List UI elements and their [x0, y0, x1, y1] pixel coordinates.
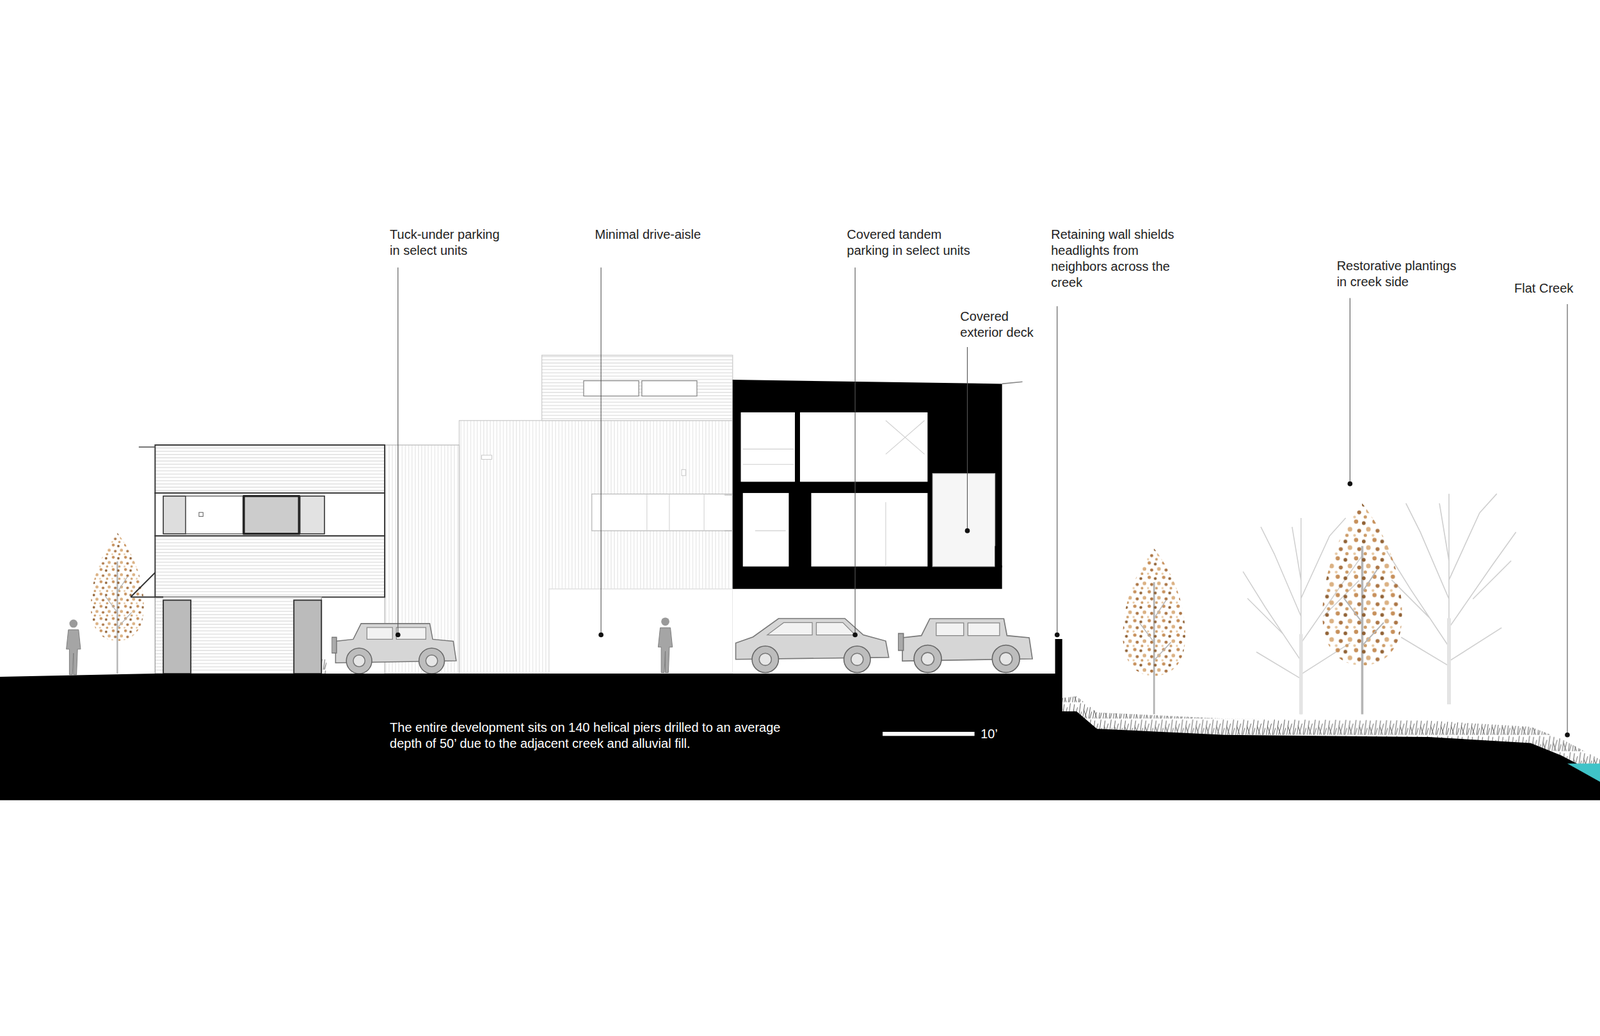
- left-building: [293, 599, 322, 674]
- middle-building: [542, 355, 733, 421]
- section-cut-building: [800, 412, 928, 482]
- leader-lines: [852, 632, 858, 638]
- leader-lines: [967, 346, 968, 531]
- left-building: [199, 512, 203, 516]
- people: [66, 619, 81, 675]
- left-building: [300, 496, 325, 534]
- scale-label: 10’: [980, 725, 998, 742]
- creek-water: [1567, 762, 1600, 782]
- leader-lines: [1054, 632, 1060, 638]
- leader-lines: [965, 528, 971, 534]
- left-building: [130, 572, 164, 597]
- section-cut-building: [932, 473, 995, 567]
- leader-lines: [855, 267, 856, 635]
- middle-building: [481, 455, 493, 459]
- leader-lines: [598, 632, 604, 638]
- middle-building: [458, 420, 733, 674]
- middle-building: [458, 355, 733, 674]
- section-cut-building: [743, 492, 790, 567]
- vehicles: [331, 623, 457, 674]
- people: [657, 616, 672, 672]
- section-cut-building: [811, 492, 928, 567]
- callout-label: Flat Creek: [1514, 280, 1574, 297]
- left-building: [154, 444, 385, 493]
- left-building: [138, 446, 156, 448]
- callout-label: Minimal drive-aisle: [595, 226, 728, 243]
- people: [66, 616, 673, 674]
- leader-lines: [1566, 304, 1568, 735]
- leader-lines: [397, 267, 399, 635]
- section-cut-building: [732, 379, 1003, 589]
- middle-building: [549, 588, 733, 674]
- middle-building: [592, 494, 733, 531]
- leader-lines: [600, 267, 602, 635]
- scale-bar: [882, 731, 975, 736]
- vehicles: [736, 618, 889, 672]
- leader-lines: [395, 267, 1570, 738]
- left-building: [154, 535, 385, 598]
- trees: [1122, 548, 1186, 715]
- left-building: [154, 492, 385, 536]
- ground-section: [0, 638, 1600, 800]
- middle-building: [681, 469, 686, 476]
- left-building: [185, 496, 243, 534]
- vehicles: [897, 618, 1033, 672]
- callout-label: Tuck-under parking in select units: [389, 226, 507, 259]
- leader-lines: [1056, 305, 1058, 635]
- middle-building: [583, 380, 639, 397]
- leader-lines: [1564, 732, 1570, 738]
- leader-lines: [1349, 297, 1351, 484]
- middle-building: [647, 494, 704, 531]
- leader-lines: [395, 632, 401, 638]
- trees: [1322, 503, 1402, 715]
- trees: [1386, 493, 1517, 704]
- left-building: [243, 496, 299, 534]
- vehicles: [331, 618, 1033, 674]
- callout-label: Covered exterior deck: [960, 308, 1040, 341]
- callout-label: Restorative plantings in creek side: [1336, 257, 1462, 290]
- section-cut-building: [743, 420, 925, 567]
- left-building: [163, 599, 191, 674]
- section-cut-building: [724, 494, 733, 531]
- note-text: The entire development sits on 140 helic…: [389, 719, 793, 752]
- section-cut-building: [741, 412, 796, 482]
- left-building: [154, 597, 322, 674]
- left-building: [130, 444, 459, 674]
- section-cut-building: [1002, 381, 1023, 384]
- left-building: [163, 496, 186, 534]
- leader-lines: [1347, 481, 1353, 487]
- middle-building: [641, 380, 697, 397]
- trees: [90, 532, 144, 674]
- section-cut-building: [995, 545, 1003, 567]
- callout-label: Retaining wall shields headlights from n…: [1050, 226, 1179, 291]
- callout-label: Covered tandem parking in select units: [846, 226, 978, 259]
